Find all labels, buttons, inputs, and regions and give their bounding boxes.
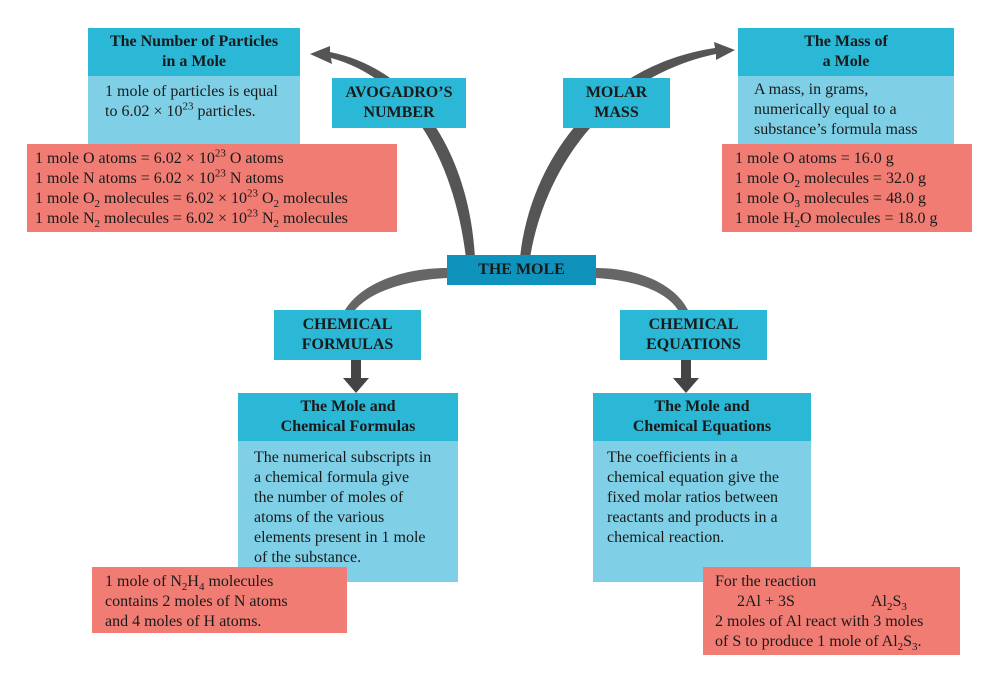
equations-label: CHEMICAL EQUATIONS bbox=[620, 310, 767, 360]
formulas-example-3: and 4 moles of H atoms. bbox=[105, 613, 262, 630]
avogadro-header-line1: The Number of Particles bbox=[109, 33, 279, 50]
center-the-mole: THE MOLE bbox=[447, 255, 596, 285]
molar-body: A mass, in grams, numerically equal to a… bbox=[738, 76, 954, 144]
formulas-label: CHEMICAL FORMULAS bbox=[274, 310, 421, 360]
avogadro-examples: 1 mole O atoms = 6.02 × 1023 O atoms 1 m… bbox=[27, 144, 397, 232]
molar-label: MOLAR MASS bbox=[563, 78, 670, 128]
formulas-header: The Mole and Chemical Formulas bbox=[238, 393, 458, 441]
equations-example-1: For the reaction bbox=[715, 573, 817, 590]
molar-example-3: 1 mole O3 molecules = 48.0 g bbox=[735, 190, 926, 211]
avogadro-body-line1: 1 mole of particles is equal bbox=[105, 83, 278, 100]
arrow-formulas-down bbox=[343, 360, 369, 393]
molar-example-2: 1 mole O2 molecules = 32.0 g bbox=[735, 170, 926, 191]
molar-example-1: 1 mole O atoms = 16.0 g bbox=[735, 150, 894, 167]
formulas-body: The numerical subscripts in a chemical f… bbox=[238, 441, 458, 582]
avogadro-label: AVOGADRO’S NUMBER bbox=[332, 78, 466, 128]
arrow-to-equations-curve bbox=[596, 268, 688, 310]
avogadro-header-line2: in a Mole bbox=[162, 53, 226, 70]
formulas-example-2: contains 2 moles of N atoms bbox=[105, 593, 288, 610]
avogadro-header: The Number of Particles in a Mole bbox=[88, 28, 300, 76]
formulas-example-1: 1 mole of N2H4 molecules bbox=[105, 573, 274, 594]
avogadro-body-line2: to 6.02 × 1023 particles. bbox=[105, 100, 256, 120]
formulas-examples: 1 mole of N2H4 molecules contains 2 mole… bbox=[92, 567, 347, 633]
avogadro-example-2: 1 mole N atoms = 6.02 × 1023 N atoms bbox=[35, 167, 284, 187]
arrow-to-molar bbox=[520, 42, 735, 258]
equations-header: The Mole and Chemical Equations bbox=[593, 393, 811, 441]
molar-examples: 1 mole O atoms = 16.0 g 1 mole O2 molecu… bbox=[722, 144, 972, 232]
molar-example-4: 1 mole H2O molecules = 18.0 g bbox=[735, 210, 938, 231]
equations-example-3: 2 moles of Al react with 3 moles bbox=[715, 613, 924, 630]
avogadro-example-3: 1 mole O2 molecules = 6.02 × 1023 O2 mol… bbox=[35, 187, 348, 211]
avogadro-example-1: 1 mole O atoms = 6.02 × 1023 O atoms bbox=[35, 147, 284, 167]
avogadro-body: 1 mole of particles is equal to 6.02 × 1… bbox=[88, 76, 300, 144]
arrow-equations-down bbox=[673, 360, 699, 393]
equations-example-4: of S to produce 1 mole of Al2S3. bbox=[715, 633, 922, 654]
avogadro-example-4: 1 mole N2 molecules = 6.02 × 1023 N2 mol… bbox=[35, 207, 348, 231]
equations-body: The coefficients in a chemical equation … bbox=[593, 441, 811, 582]
arrow-to-formulas-curve bbox=[345, 268, 447, 310]
molar-header: The Mass of a Mole bbox=[738, 28, 954, 76]
